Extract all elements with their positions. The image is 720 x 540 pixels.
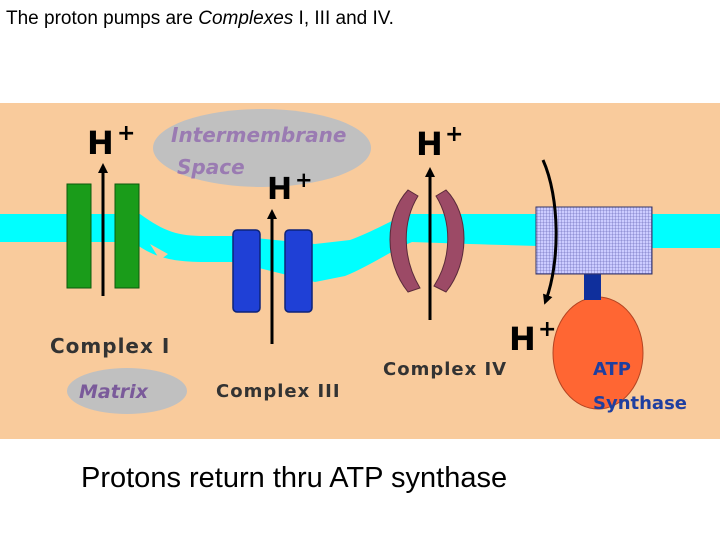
svg-text:+: + <box>117 121 135 146</box>
intermembrane-bubble <box>153 109 371 187</box>
title-prefix: The proton pumps are <box>6 8 199 29</box>
svg-text:H: H <box>87 124 114 162</box>
atp-label: ATP <box>593 359 631 380</box>
proton-label-complex-4: H + <box>416 122 463 163</box>
svg-text:+: + <box>445 122 463 147</box>
matrix-label: Matrix <box>79 381 149 403</box>
synthase-label: Synthase <box>593 393 687 414</box>
complex-3-left-subunit <box>232 229 261 313</box>
atp-synthase-stalk <box>584 274 601 300</box>
complex-1-label: Complex I <box>50 334 170 358</box>
complex-1-right-subunit <box>114 183 140 289</box>
membrane-gap-right <box>205 276 228 286</box>
svg-text:H: H <box>416 125 443 163</box>
svg-text:H: H <box>267 172 292 207</box>
complex-3-label: Complex III <box>216 381 341 402</box>
intermembrane-label: Intermembrane <box>171 123 346 147</box>
proton-label-matrix: H + <box>509 317 556 358</box>
complex-3-right-subunit <box>284 229 313 313</box>
title-emphasis: Complexes <box>198 8 294 29</box>
title-suffix: I, III and IV. <box>293 8 394 29</box>
membrane-gap-left <box>150 244 168 260</box>
complex-4-right-subunit <box>433 189 465 293</box>
proton-label-complex-3: H + <box>267 168 313 207</box>
matrix-bubble <box>67 368 187 414</box>
svg-text:H: H <box>509 320 536 358</box>
complex-4-label: Complex IV <box>383 359 507 380</box>
slide-title: The proton pumps are Complexes I, III an… <box>6 8 394 30</box>
space-label: Space <box>177 155 245 179</box>
atp-synthase-return-arrow <box>541 159 558 305</box>
complex-4-left-subunit <box>389 189 421 293</box>
svg-text:+: + <box>538 317 556 342</box>
complex-1-left-subunit <box>66 183 92 289</box>
proton-label-complex-1: H + <box>87 121 135 162</box>
footer-caption: Protons return thru ATP synthase <box>81 462 508 494</box>
svg-text:+: + <box>295 168 313 192</box>
